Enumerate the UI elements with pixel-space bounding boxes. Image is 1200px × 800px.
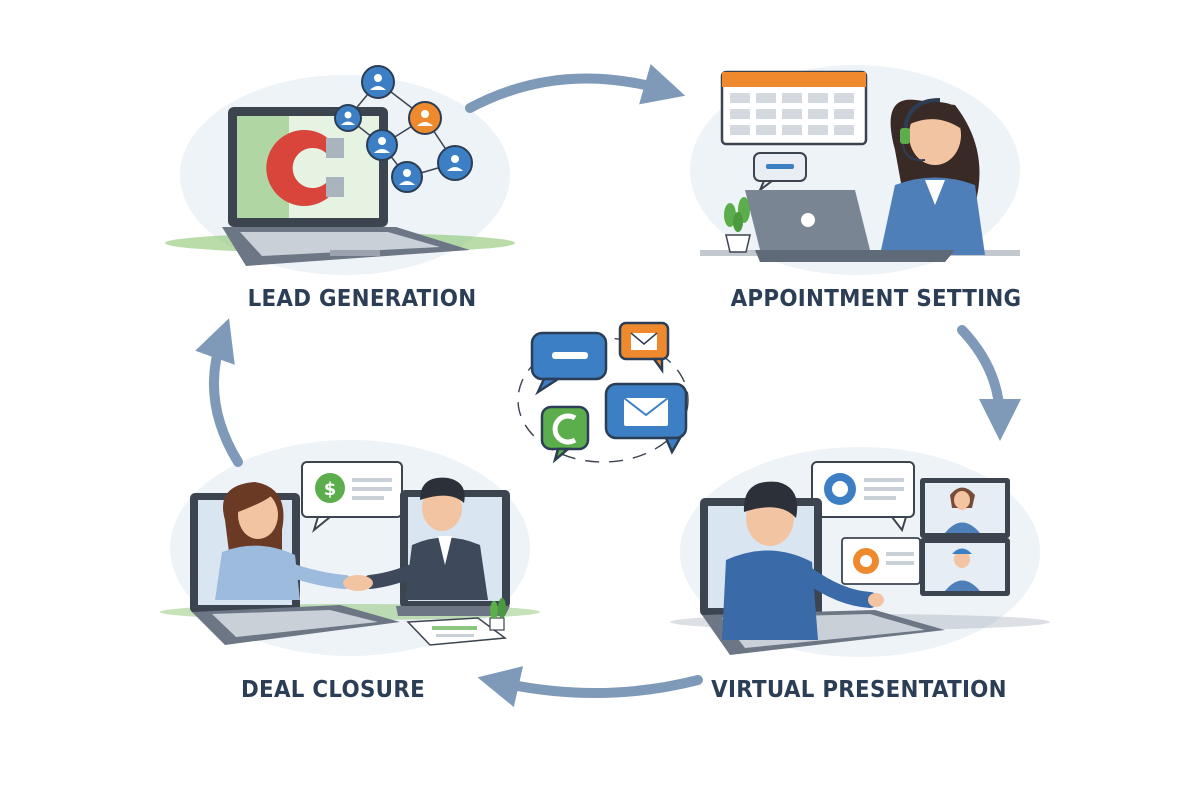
contract-document-icon [406,617,508,646]
email-icon [618,321,670,374]
communication-cluster [517,321,689,464]
contact-node-icon [408,101,442,135]
plant-icon [724,197,751,253]
contact-node-icon [437,145,473,181]
businesswoman-figure [215,482,352,600]
chart-slide-icon [841,537,921,585]
flow-arrows [195,64,1021,708]
proposal-bubble: $ [301,461,403,533]
arrow-lead-to-appointment [465,64,686,113]
arrow-deal-to-lead [195,318,243,467]
plant-icon [489,598,506,631]
envelope-icon [604,382,688,455]
video-call-window [920,478,1010,538]
lead-generation-illustration [165,65,515,275]
calendar-icon [720,70,868,146]
video-call-window [920,538,1010,596]
chat-bubble-icon [530,331,608,396]
laptop-icon [222,107,470,266]
step-label-appointment-setting: APPOINTMENT SETTING [730,286,1022,312]
phone-icon [540,405,590,464]
appointment-setting-illustration [690,65,1020,275]
presentation-bubble [811,461,915,533]
agent-with-headset [880,98,985,255]
dollar-icon: $ [324,479,337,500]
magnet-icon [266,130,344,206]
contact-node-icon [391,161,423,193]
contact-node-icon [366,129,398,161]
contact-node-icon [334,104,362,132]
arrow-virtual-to-deal [477,666,703,708]
laptop-icon [745,190,955,262]
handshake-icon [343,575,373,591]
step-label-deal-closure: DEAL CLOSURE [241,677,425,703]
presenter-figure [722,481,884,640]
virtual-presentation-illustration [670,447,1050,657]
step-label-virtual-presentation: VIRTUAL PRESENTATION [711,677,1007,703]
arrow-appointment-to-virtual [957,325,1021,441]
step-label-lead-generation: LEAD GENERATION [247,286,477,312]
contact-node-icon [361,65,395,99]
businessman-figure [363,477,488,600]
chat-bubble-icon [753,152,807,194]
deal-closure-illustration: $ [160,440,540,656]
